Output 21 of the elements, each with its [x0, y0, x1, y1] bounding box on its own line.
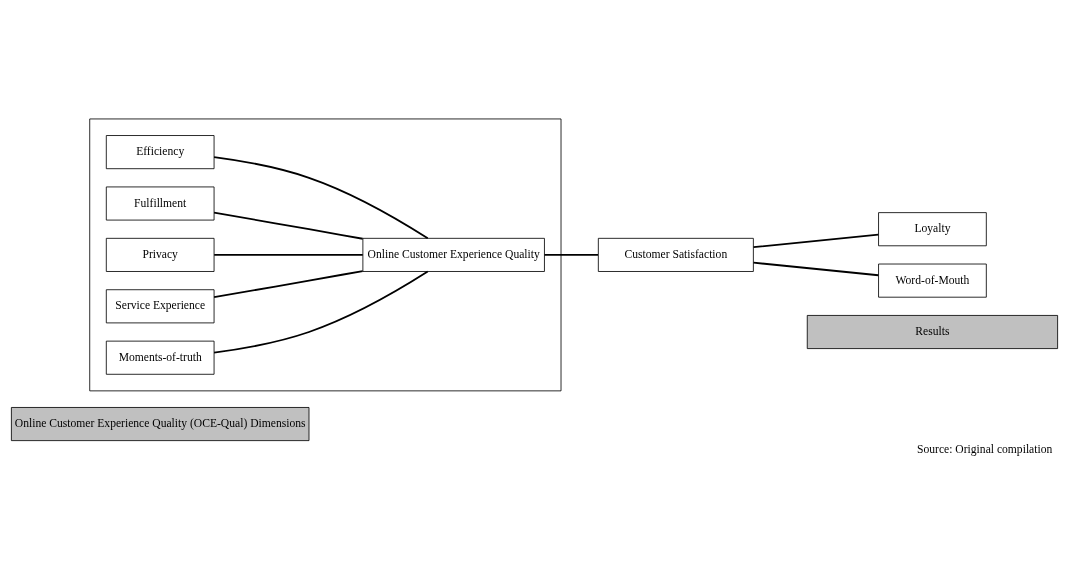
node-box: Efficiency: [105, 134, 215, 169]
node-box: Online Customer Experience Quality (OCE-Qual) Dimensions: [10, 406, 310, 441]
connector: [752, 261, 880, 276]
node-box: Word-of-Mouth: [878, 263, 987, 298]
node-box: Loyalty: [878, 211, 987, 246]
node-box: Moments-of-truth: [105, 340, 215, 375]
caption: Source: Original compilation: [917, 442, 1053, 456]
connector: [213, 253, 364, 256]
node-box: Service Experience: [105, 288, 215, 323]
node-box: Fulfillment: [105, 186, 215, 220]
connector: [543, 253, 599, 256]
node-box: Results: [806, 314, 1059, 349]
node-box: Customer Satisfaction: [597, 237, 754, 272]
cluster: [89, 118, 562, 391]
connector: [213, 270, 429, 354]
node-box: Online Customer Experience Quality: [362, 237, 545, 272]
connector: [213, 211, 364, 240]
connector: [213, 155, 429, 239]
connector: [213, 269, 364, 298]
node-box: Privacy: [105, 237, 215, 272]
connector: [752, 233, 880, 248]
